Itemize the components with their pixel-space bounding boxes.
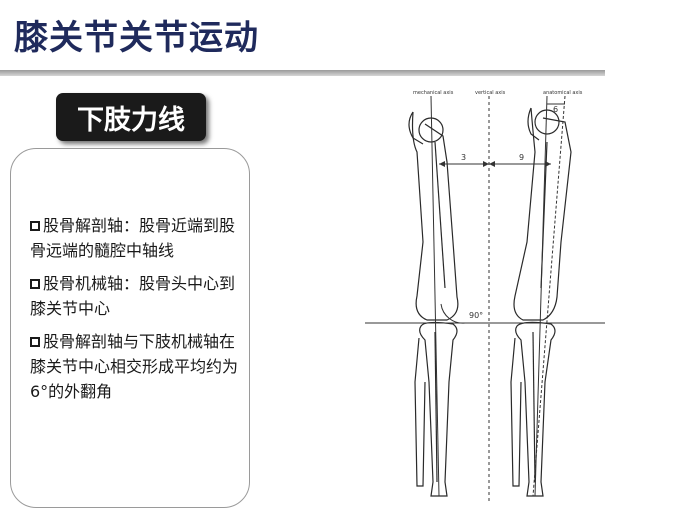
right-mechanical-axis-line: [534, 95, 548, 497]
mechanical-axis-label: mechanical axis: [413, 90, 454, 96]
bullet-text: 股骨解剖轴：股骨近端到股骨远端的髓腔中轴线: [30, 216, 236, 260]
right-gap-label: 9: [519, 153, 524, 162]
left-mechanical-axis-line: [430, 95, 440, 497]
knee-angle-label: 90°: [469, 311, 483, 320]
bullet-list: 股骨解剖轴：股骨近端到股骨远端的髓腔中轴线 股骨机械轴：股骨头中心到膝关节中心 …: [30, 213, 240, 412]
anatomical-axis-label: anatomical axis: [543, 90, 583, 96]
square-bullet-icon: [30, 221, 40, 231]
bullet-text: 股骨解剖轴与下肢机械轴在膝关节中心相交形成平均约为6°的外翻角: [30, 332, 239, 401]
section-badge: 下肢力线: [56, 93, 206, 141]
square-bullet-icon: [30, 337, 40, 347]
vertical-axis-label: vertical axis: [475, 90, 506, 96]
right-anatomical-axis-line: [532, 95, 566, 497]
knee-angle-arc: [440, 303, 466, 324]
lower-limb-alignment-diagram: mechanical axis vertical axis anatomical…: [365, 90, 605, 502]
square-bullet-icon: [30, 279, 40, 289]
title-divider: [0, 70, 605, 76]
left-gap-label: 3: [461, 153, 466, 162]
page-title: 膝关节关节运动: [14, 18, 259, 58]
left-tibia-illustration: [414, 321, 458, 497]
right-femur-illustration: [513, 107, 572, 321]
right-tibia-illustration: [510, 321, 556, 497]
top-angle-label: 6: [553, 105, 558, 114]
bullet-item: 股骨解剖轴与下肢机械轴在膝关节中心相交形成平均约为6°的外翻角: [30, 329, 240, 404]
bullet-text: 股骨机械轴：股骨头中心到膝关节中心: [30, 274, 236, 318]
bullet-item: 股骨解剖轴：股骨近端到股骨远端的髓腔中轴线: [30, 213, 240, 263]
info-card: [10, 148, 250, 508]
bullet-item: 股骨机械轴：股骨头中心到膝关节中心: [30, 271, 240, 321]
